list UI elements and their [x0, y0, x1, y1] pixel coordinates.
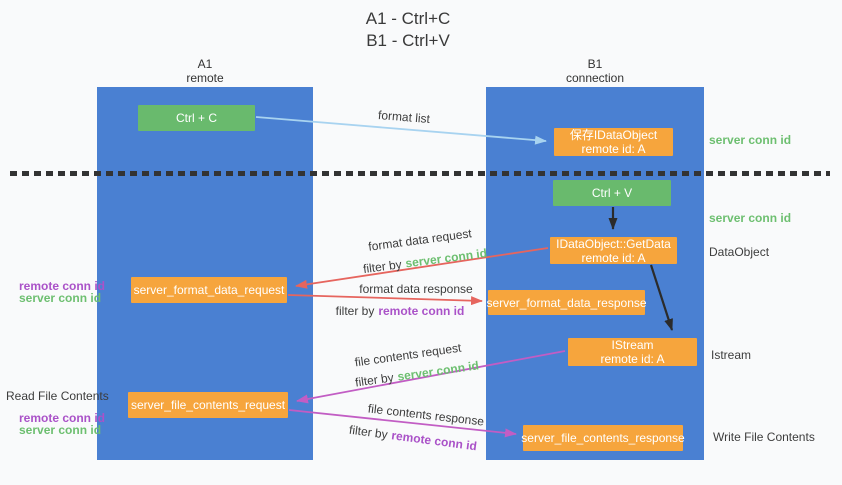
write-file-contents-annotation: Write File Contents [713, 430, 815, 444]
ctrl-v-label: Ctrl + V [591, 186, 633, 200]
filter-by-text: filter by [335, 304, 375, 318]
format-data-response-label: format data response [359, 282, 473, 296]
server-file-contents-request-node: server_file_contents_request [128, 392, 288, 418]
filter-by-text: filter by [348, 422, 389, 442]
dataobject-annotation: DataObject [709, 245, 770, 259]
lifeline-a1-name: A1 [197, 57, 213, 71]
save-idataobject-line2: remote id: A [581, 142, 646, 156]
server-file-contents-response-node: server_file_contents_response [521, 425, 685, 451]
server-format-data-response-label: server_format_data_response [486, 295, 647, 310]
format-list-label: format list [377, 107, 431, 127]
remote-conn-id-text: remote conn id [390, 428, 478, 454]
server-file-contents-response-label: server_file_contents_response [521, 431, 685, 445]
remote-conn-id-text: remote conn id [378, 304, 465, 318]
lifeline-a1-role: remote [186, 71, 224, 85]
lifeline-b1-role: connection [565, 71, 625, 85]
server-conn-id-annotation-upper-left: server conn id [19, 291, 102, 305]
title-line-2: B1 - Ctrl+V [366, 31, 450, 50]
filter-by-text: filter by [354, 370, 395, 390]
ctrl-c-label: Ctrl + C [175, 111, 217, 125]
server-conn-id-annotation-mid: server conn id [709, 211, 792, 225]
istream-annotation: Istream [711, 348, 752, 362]
server-format-data-request-label: server_format_data_request [133, 283, 285, 297]
lifeline-header-a1: A1 remote [186, 57, 223, 85]
idataobject-getdata-line1: IDataObject::GetData [556, 236, 671, 251]
server-format-data-request-node: server_format_data_request [131, 277, 287, 303]
idataobject-getdata-line2: remote id: A [581, 250, 646, 265]
server-conn-id-annotation-top: server conn id [709, 133, 792, 147]
read-file-contents-annotation: Read File Contents [6, 389, 109, 403]
server-file-contents-request-label: server_file_contents_request [130, 398, 286, 412]
server-conn-id-text: server conn id [396, 358, 480, 384]
istream-node: IStream remote id: A [568, 338, 697, 366]
diagram-title: A1 - Ctrl+C B1 - Ctrl+V [366, 8, 451, 52]
lifeline-b1-name: B1 [587, 57, 603, 71]
lifeline-header-b1: B1 connection [566, 57, 624, 85]
title-line-1: A1 - Ctrl+C [365, 9, 451, 28]
server-conn-id-annotation-lower-left: server conn id [19, 423, 102, 437]
remote-conn-id-annotation-upper: remote conn id [19, 279, 106, 293]
save-idataobject-line1: 保存IDataObject [569, 128, 658, 142]
filter-by-text: filter by [362, 257, 403, 277]
server-format-data-response-node: server_format_data_response [486, 290, 647, 315]
server-conn-id-text: server conn id [404, 245, 488, 271]
save-idataobject-node: 保存IDataObject remote id: A [554, 128, 673, 156]
idataobject-getdata-node: IDataObject::GetData remote id: A [550, 236, 677, 265]
phase-divider-dotted-line [10, 171, 830, 176]
istream-line2: remote id: A [600, 352, 665, 366]
ctrl-c-node: Ctrl + C [138, 105, 255, 131]
ctrl-v-node: Ctrl + V [553, 180, 671, 206]
remote-conn-id-annotation-lower: remote conn id [19, 411, 106, 425]
istream-line1: IStream [611, 338, 654, 352]
file-contents-response-label: file contents response [367, 401, 485, 429]
